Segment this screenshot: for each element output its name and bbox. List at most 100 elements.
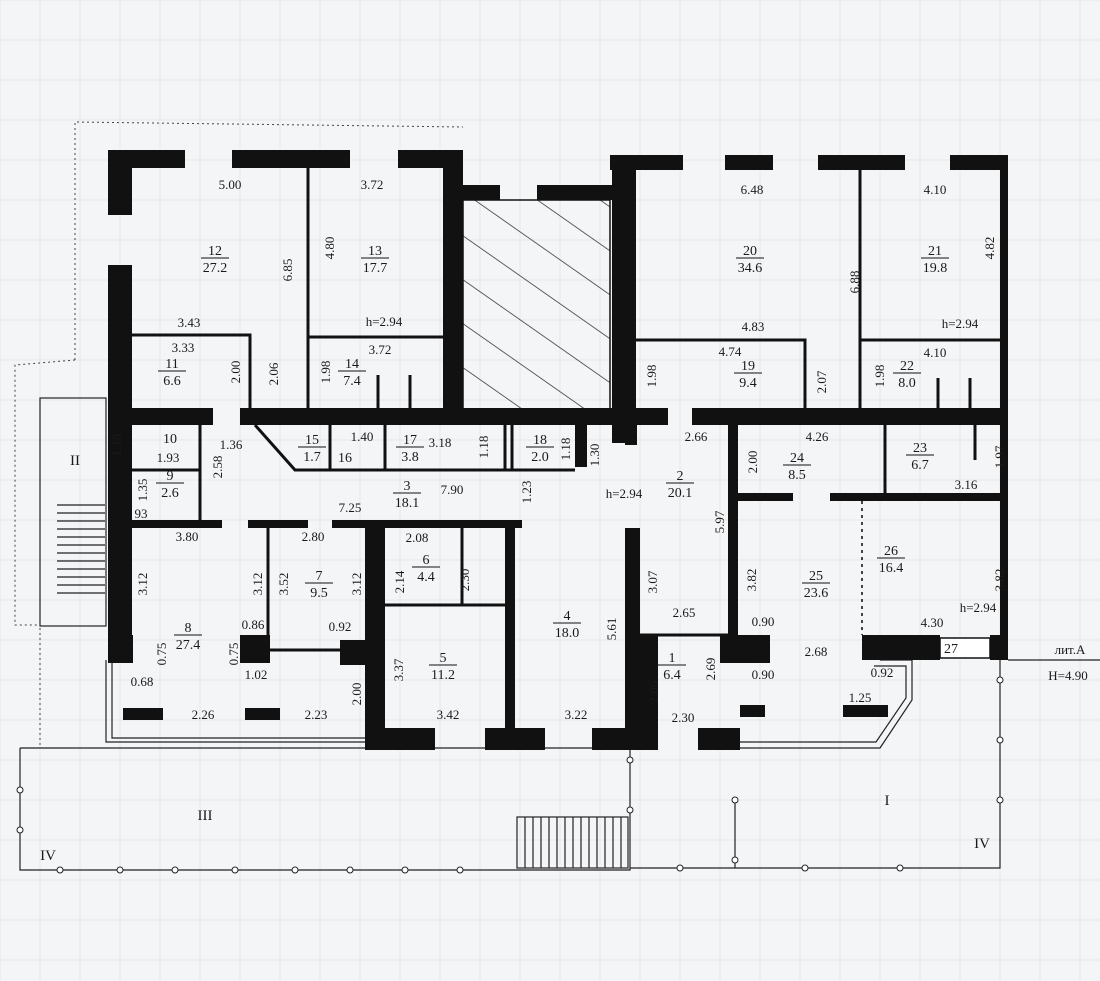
dimension-label: 1.18 bbox=[558, 438, 573, 461]
dimension-label: 2.66 bbox=[685, 429, 708, 444]
room-number: 23 bbox=[913, 441, 927, 456]
dimension-label: 4.74 bbox=[719, 344, 742, 359]
dimension-label: 7.90 bbox=[441, 482, 464, 497]
room-area: 2.6 bbox=[161, 486, 179, 501]
room-number: 24 bbox=[790, 451, 804, 466]
dimension-label: 0.75 bbox=[226, 643, 241, 666]
dimension-label: 3.37 bbox=[391, 658, 406, 681]
dimension-label: 2.06 bbox=[266, 362, 281, 385]
walls bbox=[108, 150, 1008, 750]
site-outline bbox=[14, 121, 1100, 874]
dimension-label: 2.00 bbox=[228, 361, 243, 384]
room-area: 3.8 bbox=[401, 450, 419, 465]
room-number: 1 bbox=[669, 651, 676, 666]
room-area: 8.0 bbox=[898, 376, 916, 391]
dimension-label: 1.25 bbox=[849, 690, 872, 705]
dimension-label: 93 bbox=[135, 506, 148, 521]
room-area: 9.4 bbox=[739, 376, 757, 391]
fence-post bbox=[731, 796, 739, 804]
dimension-label: 3.12 bbox=[349, 573, 364, 596]
fence-post bbox=[456, 866, 464, 874]
dimension-label: 3.72 bbox=[361, 177, 384, 192]
room-number: 10 bbox=[163, 432, 177, 447]
dimension-label: 2.69 bbox=[703, 658, 718, 681]
room-area: 20.1 bbox=[668, 486, 693, 501]
dimension-label: 1.18 bbox=[109, 434, 124, 457]
room-area: 19.8 bbox=[923, 261, 948, 276]
section-label: I bbox=[885, 793, 890, 809]
fence-post bbox=[896, 864, 904, 872]
dimension-label: 3.82 bbox=[992, 569, 1007, 592]
dimension-label: 4.10 bbox=[924, 345, 947, 360]
dimension-label: 2.07 bbox=[814, 370, 829, 393]
dimension-label: 5.00 bbox=[219, 177, 242, 192]
fence-post bbox=[676, 864, 684, 872]
dimension-label: 4.30 bbox=[921, 615, 944, 630]
room-area: 27.4 bbox=[176, 638, 201, 653]
dimension-label: 0.92 bbox=[871, 665, 894, 680]
dimension-label: 6.85 bbox=[280, 259, 295, 282]
dimension-label: 3.72 bbox=[369, 342, 392, 357]
dimension-label: 3.52 bbox=[276, 573, 291, 596]
dimension-label: 3.42 bbox=[437, 707, 460, 722]
fence-post bbox=[996, 796, 1004, 804]
fence-post bbox=[291, 866, 299, 874]
room-number: 9 bbox=[167, 469, 174, 484]
fence-post bbox=[801, 864, 809, 872]
room-number: 7 bbox=[316, 569, 323, 584]
room-area: 27.2 bbox=[203, 261, 228, 276]
room-number: 17 bbox=[403, 433, 417, 448]
section-label: III bbox=[198, 808, 213, 824]
dimension-label: 0.90 bbox=[752, 614, 775, 629]
room-number: 22 bbox=[900, 359, 914, 374]
dimension-label: 6.88 bbox=[847, 271, 862, 294]
room-area: 7.4 bbox=[343, 374, 361, 389]
room-number: 27 bbox=[944, 642, 958, 657]
dimension-label: 1.35 bbox=[135, 479, 150, 502]
dimension-label: 3.16 bbox=[955, 477, 978, 492]
room-area: 9.5 bbox=[310, 586, 328, 601]
fence-post bbox=[346, 866, 354, 874]
room-number: 18 bbox=[533, 433, 547, 448]
dimension-label: 1.02 bbox=[245, 667, 268, 682]
room-number: 5 bbox=[440, 651, 447, 666]
dimension-label: 3.80 bbox=[176, 529, 199, 544]
dimension-label: 1.36 bbox=[220, 437, 243, 452]
dimension-label: 2.58 bbox=[210, 456, 225, 479]
room-number: 2 bbox=[677, 469, 684, 484]
dimension-label: 3.07 bbox=[645, 570, 660, 593]
dimension-label: 5.61 bbox=[604, 618, 619, 641]
room-area: 16.4 bbox=[879, 561, 904, 576]
dimension-label: 2.06 bbox=[646, 680, 661, 703]
dimension-label: 2.08 bbox=[406, 530, 429, 545]
fence-post bbox=[996, 736, 1004, 744]
dimension-label: 0.68 bbox=[131, 674, 154, 689]
dimension-label: 2.30 bbox=[672, 710, 695, 725]
fence-post bbox=[16, 826, 24, 834]
room-number: 11 bbox=[165, 357, 178, 372]
dimension-label: 2.14 bbox=[392, 570, 407, 593]
left-staircase bbox=[57, 504, 105, 594]
dimension-label: 1.18 bbox=[476, 436, 491, 459]
dimension-label: 1.98 bbox=[318, 361, 333, 384]
room-number: 4 bbox=[564, 609, 571, 624]
fence-post bbox=[626, 756, 634, 764]
dimension-label: 4.26 bbox=[806, 429, 829, 444]
entrance-staircase bbox=[516, 816, 629, 869]
room-area: 2.0 bbox=[531, 450, 549, 465]
room-area: 4.4 bbox=[417, 570, 435, 585]
fence-post bbox=[626, 806, 634, 814]
dimension-label: h=2.94 bbox=[960, 600, 997, 615]
room-area: 34.6 bbox=[738, 261, 763, 276]
dimension-label: 3.22 bbox=[565, 707, 588, 722]
room-area: 6.4 bbox=[663, 668, 681, 683]
dimension-label: 2.00 bbox=[349, 683, 364, 706]
dimension-label: 0.92 bbox=[329, 619, 352, 634]
dimension-label: h=2.94 bbox=[606, 486, 643, 501]
dimension-label: h=2.94 bbox=[366, 314, 403, 329]
dimension-label: 4.82 bbox=[982, 237, 997, 260]
dimension-label: 2.26 bbox=[192, 707, 215, 722]
dimension-label: 1.98 bbox=[872, 365, 887, 388]
room-area: 11.2 bbox=[431, 668, 455, 683]
